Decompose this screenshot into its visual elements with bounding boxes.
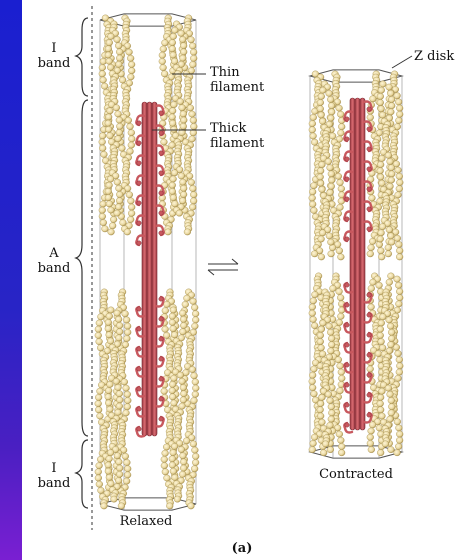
i-band-bottom-brace — [76, 440, 88, 508]
thin-filament — [169, 21, 187, 217]
thin-filament-label-line2: filament — [210, 80, 265, 95]
thin-filament — [105, 21, 123, 217]
i-band-bottom-label-line1: I — [51, 461, 56, 476]
relaxed-sarcomere — [95, 14, 199, 510]
a-band-label-line1: A — [48, 246, 59, 261]
thick-filament-label-line1: Thick — [210, 121, 246, 136]
contracted-label: Contracted — [319, 467, 393, 482]
thin-filament-label-line1: Thin — [210, 65, 240, 80]
i-band-bottom-label-line2: band — [38, 476, 71, 491]
equilibrium-arrows-icon — [208, 259, 238, 275]
contracted-sarcomere — [309, 70, 403, 458]
z-disk-leader — [392, 56, 412, 68]
a-band-brace — [76, 100, 88, 436]
thick-filament-bundle — [344, 98, 371, 433]
thick-filament-bundle — [136, 102, 163, 437]
thick-filament-label-line2: filament — [210, 136, 265, 151]
i-band-top-label-line1: I — [51, 41, 56, 56]
relaxed-label: Relaxed — [120, 514, 173, 529]
i-band-top-brace — [76, 18, 88, 96]
z-disk-label: Z disk — [414, 49, 454, 64]
i-band-top-label-line2: band — [38, 56, 71, 71]
a-band-label-line2: band — [38, 261, 71, 276]
thin-filament — [169, 307, 187, 503]
figure-tag-label: (a) — [232, 541, 253, 556]
contracted-thick-filament — [344, 98, 371, 433]
relaxed-thick-filament — [136, 102, 163, 437]
